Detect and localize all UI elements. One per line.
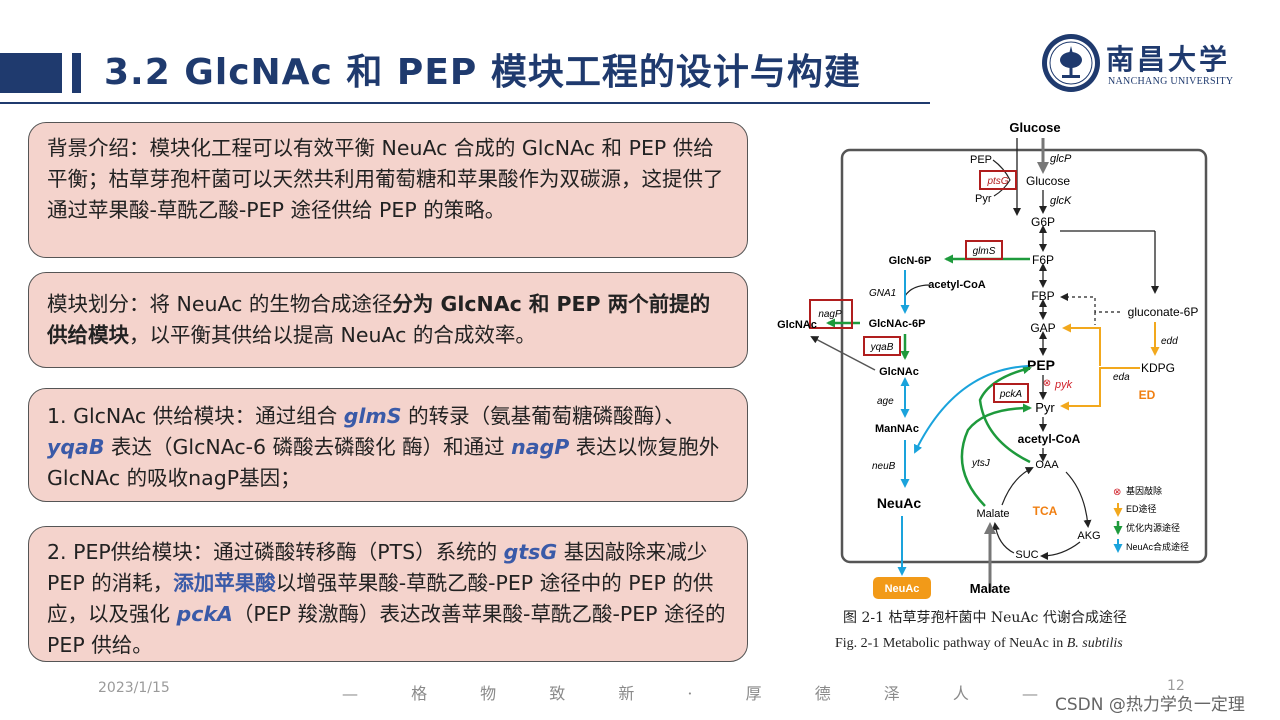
legend-optimize: 优化内源途径 <box>1126 522 1180 533</box>
gene-ptsg-label: ptsG <box>986 176 1008 187</box>
glcnac-text-1: 1. GlcNAc 供给模块：通过组合 <box>47 404 344 428</box>
legend-knockout: 基因敲除 <box>1126 485 1162 496</box>
node-neuac: NeuAc <box>877 495 922 511</box>
slide-title: 3.2 GlcNAc 和 PEP 模块工程的设计与构建 <box>104 52 861 93</box>
node-acetyl-coa-left: acetyl-CoA <box>928 279 986 291</box>
node-oaa: OAA <box>1035 459 1059 471</box>
node-glcnac-outer: GlcNAc <box>777 319 817 331</box>
pyk-knockout-icon: ⊗ <box>1043 378 1051 389</box>
ptsg-knockout-box <box>979 170 1017 190</box>
node-pep-small: PEP <box>970 154 992 166</box>
gene-eda-label: eda <box>1113 372 1130 383</box>
gene-ytsj-label: ytsJ <box>971 458 991 469</box>
node-malate-input: Malate <box>970 581 1010 596</box>
gene-neub-label: neuB <box>872 461 896 472</box>
figure-caption-en-species: B. subtilis <box>1066 636 1123 651</box>
tca-label: TCA <box>1033 504 1058 518</box>
nagp-box <box>809 299 853 329</box>
gene-glms: glmS <box>343 404 402 428</box>
gene-pyk-label: pyk <box>1054 379 1073 391</box>
figure-caption-en-text: Fig. 2-1 Metabolic pathway of NeuAc in <box>835 636 1067 651</box>
gene-nagp: nagP <box>511 435 570 459</box>
pep-text-4: （PEP 羧激酶）表达改善苹果酸-草酰乙酸-PEP 途径的 PEP 供给。 <box>47 602 726 657</box>
pep-text-1: 2. PEP供给模块：通过磷酸转移酶（PTS）系统的 <box>47 540 504 564</box>
node-pyr: Pyr <box>1035 400 1055 415</box>
gene-age-label: age <box>877 396 894 407</box>
module-division-box: 模块划分：将 NeuAc 的生物合成途径分为 GlcNAc 和 PEP 两个前提… <box>28 272 748 368</box>
pep-text-3: 以增强苹果酸-草酰乙酸-PEP 途径中的 PEP 的供应，以及强化 <box>47 571 714 626</box>
csdn-watermark: CSDN @热力学负一定理 <box>1055 695 1245 715</box>
add-malate-highlight: 添加苹果酸 <box>173 571 276 595</box>
node-glcnac: GlcNAc <box>879 366 919 378</box>
node-fbp: FBP <box>1031 289 1054 303</box>
glcnac-text-4: 表达以恢复胞外 GlcNAc 的吸收nagP基因； <box>47 435 720 490</box>
node-suc: SUC <box>1015 549 1038 561</box>
cell-boundary <box>840 148 1208 564</box>
title-bar-decoration <box>0 53 62 93</box>
pep-text-2: 基因敲除来减少 PEP 的消耗， <box>47 540 708 595</box>
yqab-box <box>863 336 901 356</box>
title-bar-accent <box>72 53 81 93</box>
module-division-prefix: 模块划分：将 NeuAc 的生物合成途径 <box>47 292 393 316</box>
node-pyr-small: Pyr <box>975 193 992 205</box>
neuac-output-badge <box>873 577 931 599</box>
glcnac-module-box: 1. GlcNAc 供给模块：通过组合 glmS 的转录（氨基葡萄糖磷酸酶）、 y… <box>28 388 748 502</box>
university-logo: 南昌大学 NANCHANG UNIVERSITY <box>1040 32 1240 96</box>
glcnac-text-3: 表达（GlcNAc-6 磷酸去磷酸化 酶）和通过 <box>104 435 512 459</box>
gene-glck-label: glcK <box>1050 195 1072 207</box>
node-kdpg: KDPG <box>1141 361 1175 375</box>
node-gluconate-6p: gluconate-6P <box>1128 305 1199 319</box>
module-division-suffix: ，以平衡其供给以提高 NeuAc 的合成效率。 <box>129 323 536 347</box>
node-akg: AKG <box>1077 530 1100 542</box>
gene-yqab: yqaB <box>47 435 105 459</box>
node-glcnac-6p: GlcNAc-6P <box>869 318 926 330</box>
figure-caption-cn: 图 2-1 枯草芽孢杆菌中 NeuAc 代谢合成途径 <box>843 610 1127 626</box>
figure-caption-en: Fig. 2-1 Metabolic pathway of NeuAc in B… <box>835 636 1123 652</box>
title-underline <box>0 102 930 104</box>
glms-box <box>965 240 1003 260</box>
footer-date: 2023/1/15 <box>98 680 170 696</box>
node-gap: GAP <box>1030 321 1055 335</box>
node-g6p: G6P <box>1031 215 1055 229</box>
node-acetyl-coa: acetyl-CoA <box>1018 432 1081 446</box>
logo-english-name: NANCHANG UNIVERSITY <box>1108 76 1234 87</box>
node-glcn-6p: GlcN-6P <box>889 255 932 267</box>
module-division-bold: 分为 GlcNAc 和 PEP 两个前提的供给模块 <box>47 292 711 347</box>
node-malate: Malate <box>976 508 1009 520</box>
pcka-overexpression-box <box>993 383 1029 403</box>
node-f6p: F6P <box>1032 253 1054 267</box>
gene-pcka: pckA <box>176 602 233 626</box>
university-seal-icon <box>1042 34 1100 92</box>
legend-knockout-icon: ⊗ <box>1113 487 1121 498</box>
background-box: 背景介绍：模块化工程可以有效平衡 NeuAc 合成的 GlcNAc 和 PEP … <box>28 122 748 258</box>
node-mannac: ManNAc <box>875 423 919 435</box>
pep-module-box: 2. PEP供给模块：通过磷酸转移酶（PTS）系统的 gtsG 基因敲除来减少 … <box>28 526 748 662</box>
gene-glcp-label: glcP <box>1050 153 1072 165</box>
gene-yqab-label: yqaB <box>870 342 894 353</box>
glcnac-text-2: 的转录（氨基葡萄糖磷酸酶）、 <box>401 404 685 428</box>
legend-ed: ED途径 <box>1126 503 1157 514</box>
gene-glms-label: glmS <box>973 246 996 257</box>
footer-motto: — 格 物 致 新 · 厚 德 泽 人 — <box>342 684 1062 703</box>
legend-neuac: NeuAc合成途径 <box>1126 541 1189 552</box>
pathway-diagram: Glucose glcP PEP ptsG Pyr Glucose glcK G… <box>777 120 1208 599</box>
node-neuac-output: NeuAc <box>885 583 920 595</box>
node-glucose-top: Glucose <box>1009 120 1060 135</box>
logo-chinese-name: 南昌大学 <box>1106 43 1231 76</box>
gene-gtsg: gtsG <box>503 540 558 564</box>
gene-nagp-label: nagP <box>818 309 842 320</box>
gene-pcka-label: pckA <box>999 389 1023 400</box>
gene-gna1-label: GNA1 <box>869 288 896 299</box>
node-pep: PEP <box>1027 357 1055 373</box>
node-glucose-inner: Glucose <box>1026 174 1070 188</box>
page-number: 12 <box>1167 678 1185 694</box>
background-text: 背景介绍：模块化工程可以有效平衡 NeuAc 合成的 GlcNAc 和 PEP … <box>47 136 724 222</box>
ed-pathway-label: ED <box>1139 388 1156 402</box>
gene-edd-label: edd <box>1161 336 1178 347</box>
